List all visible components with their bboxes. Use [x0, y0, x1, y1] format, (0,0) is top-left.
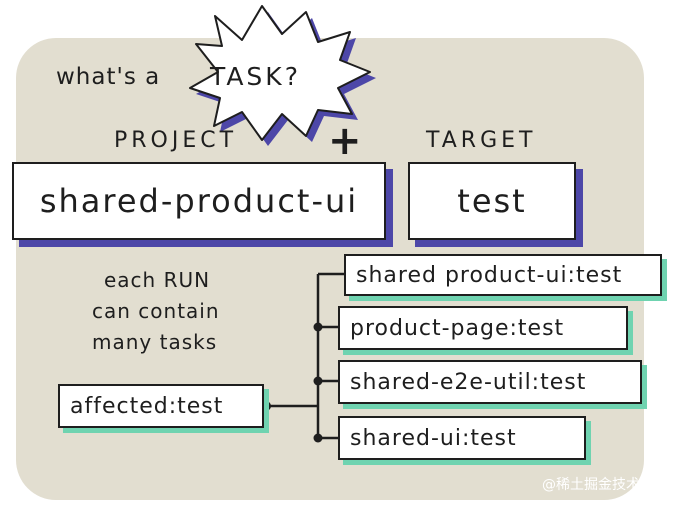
plus-sign: +	[328, 118, 363, 164]
note-line: each RUN	[104, 268, 211, 292]
starburst-shape-front	[189, 5, 371, 141]
target-box: test	[408, 162, 576, 240]
project-label: PROJECT	[114, 128, 238, 153]
connector-dot	[313, 433, 323, 443]
run-command-box: affected:test	[58, 384, 264, 428]
project-box: shared-product-ui	[12, 162, 386, 240]
heading-prefix: what's a	[56, 64, 161, 90]
connector-dot	[313, 376, 323, 386]
note-line: can contain	[92, 299, 220, 323]
heading-task: TASK?	[210, 62, 301, 91]
task-box: shared-e2e-util:test	[338, 360, 642, 404]
task-box: shared-ui:test	[338, 416, 586, 460]
target-label: TARGET	[426, 128, 537, 153]
note-line: many tasks	[92, 330, 218, 354]
connector-dot	[313, 322, 323, 332]
task-box: product-page:test	[338, 306, 628, 350]
task-box: shared product-ui:test	[344, 254, 662, 296]
watermark: @稀土掘金技术社区	[542, 477, 668, 493]
